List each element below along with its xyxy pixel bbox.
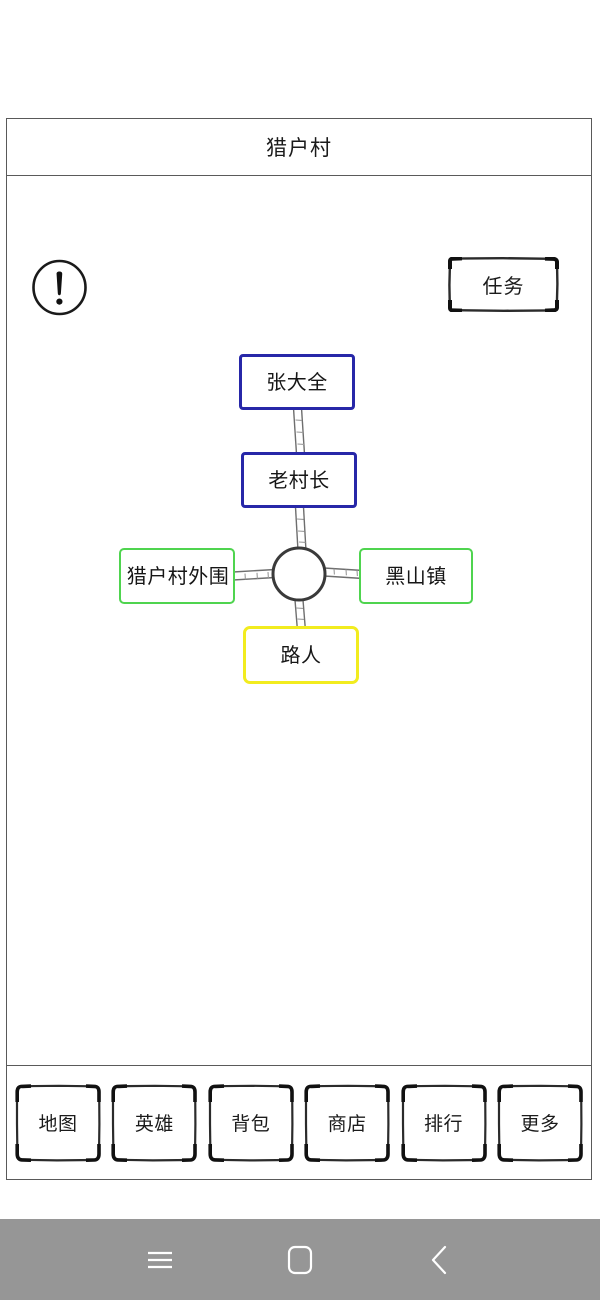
nav-button-border xyxy=(208,1083,294,1162)
map-node-label: 张大全 xyxy=(266,370,328,394)
nav-button-border xyxy=(15,1083,101,1162)
map-node-luren[interactable]: 路人 xyxy=(243,626,359,684)
nav-button-label: 更多 xyxy=(520,1113,560,1135)
app-window: 猎户村 任务 xyxy=(6,118,592,1180)
nav-button-backpack[interactable]: 背包 xyxy=(207,1083,294,1162)
nav-button-shop[interactable]: 商店 xyxy=(304,1083,391,1162)
nav-button-border xyxy=(400,1083,487,1162)
nav-button-label: 商店 xyxy=(327,1113,367,1135)
quest-button-border xyxy=(448,257,559,312)
map-node-laocunzhang[interactable]: 老村长 xyxy=(241,452,357,508)
title-bar: 猎户村 xyxy=(7,119,591,176)
map-node-zhangdaquan[interactable]: 张大全 xyxy=(239,354,355,410)
nav-button-label: 地图 xyxy=(38,1113,78,1135)
nav-button-border xyxy=(497,1083,583,1162)
nav-button-label: 英雄 xyxy=(134,1113,174,1135)
page-title: 猎户村 xyxy=(266,136,332,160)
home-square-icon[interactable] xyxy=(277,1237,323,1283)
system-navigation-bar xyxy=(0,1219,600,1300)
map-node-label: 猎户村外围 xyxy=(126,564,230,588)
main-content: 任务 xyxy=(7,176,591,1065)
bottom-navigation-bar: 地图 英雄 背包 xyxy=(7,1065,591,1179)
village-node-map: 张大全 老村长 猎户村外围 黑山镇 路人 xyxy=(7,176,591,1065)
map-node-label: 黑山镇 xyxy=(385,564,447,588)
nav-button-map[interactable]: 地图 xyxy=(15,1083,101,1162)
nav-button-label: 背包 xyxy=(231,1113,271,1135)
chevron-left-icon[interactable] xyxy=(417,1237,463,1283)
nav-button-border xyxy=(111,1083,198,1162)
map-connectors xyxy=(232,407,364,632)
exclamation-circle-icon[interactable] xyxy=(31,259,88,316)
quest-button[interactable]: 任务 xyxy=(448,257,559,312)
nav-button-label: 排行 xyxy=(424,1113,464,1135)
map-node-heishanzhen[interactable]: 黑山镇 xyxy=(359,548,473,604)
map-node-lieh-hu-cun-wai-wei[interactable]: 猎户村外围 xyxy=(119,548,235,604)
nav-button-border xyxy=(304,1083,390,1162)
nav-button-rank[interactable]: 排行 xyxy=(400,1083,487,1162)
nav-button-more[interactable]: 更多 xyxy=(496,1083,583,1162)
map-node-label: 路人 xyxy=(280,643,322,667)
quest-button-label: 任务 xyxy=(482,274,525,298)
map-node-label: 老村长 xyxy=(268,468,330,492)
hamburger-menu-icon[interactable] xyxy=(137,1237,183,1283)
nav-button-hero[interactable]: 英雄 xyxy=(111,1083,198,1162)
